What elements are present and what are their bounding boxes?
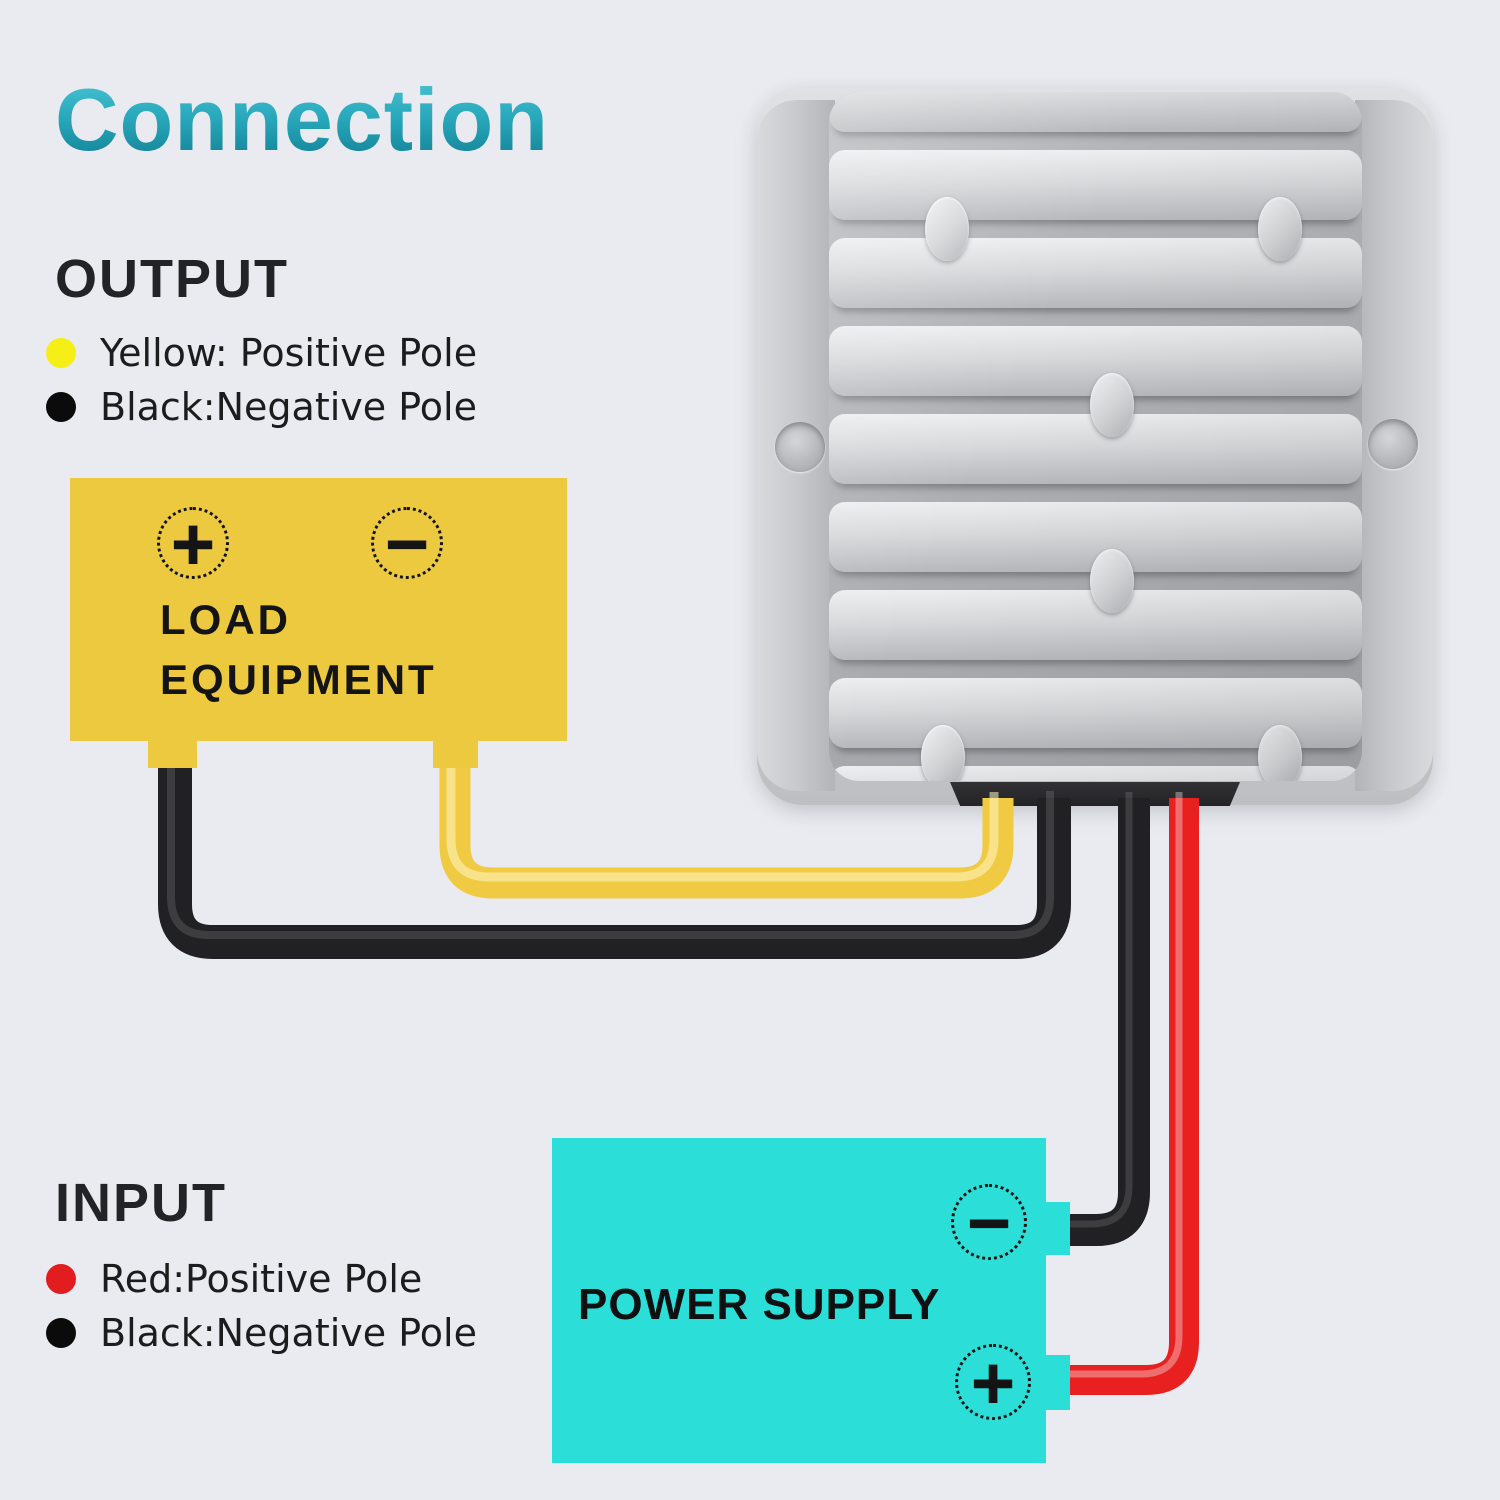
input-legend-label: Red:Positive Pole bbox=[100, 1257, 423, 1301]
plus-symbol: + bbox=[968, 1348, 1019, 1416]
input-positive-red-wire bbox=[1056, 798, 1199, 1395]
output-positive-yellow-wire bbox=[439, 752, 1014, 899]
output-legend-row-yellow: Yellow: Positive Pole bbox=[46, 330, 477, 376]
rivet bbox=[1090, 373, 1134, 437]
minus-symbol: − bbox=[964, 1188, 1015, 1256]
power-wire-tab-negative bbox=[1046, 1202, 1070, 1255]
red-wire-highlight bbox=[1051, 792, 1183, 1378]
mounting-hole-right bbox=[1368, 419, 1418, 469]
red-wire-bullet bbox=[46, 1264, 76, 1294]
power-supply-box: − + POWER SUPPLY bbox=[552, 1138, 1070, 1463]
power-supply-label: POWER SUPPLY bbox=[578, 1280, 941, 1329]
rivet bbox=[921, 725, 965, 781]
power-wire-tab-positive bbox=[1046, 1355, 1070, 1410]
rivet bbox=[1090, 549, 1134, 613]
load-positive-terminal: + bbox=[157, 507, 229, 579]
plus-symbol: + bbox=[168, 509, 219, 577]
load-wire-tab-positive bbox=[433, 741, 478, 768]
input-section-heading: INPUT bbox=[55, 1173, 227, 1233]
heatsink-fin-area bbox=[829, 92, 1362, 781]
output-legend-label: Black:Negative Pole bbox=[100, 385, 477, 429]
output-section-heading: OUTPUT bbox=[55, 249, 289, 309]
power-positive-terminal: + bbox=[955, 1344, 1031, 1420]
minus-symbol: − bbox=[382, 509, 433, 577]
load-wire-tab-negative bbox=[148, 741, 197, 768]
black-wire-highlight bbox=[167, 745, 1054, 939]
black-wire-bullet bbox=[46, 392, 76, 422]
load-negative-terminal: − bbox=[371, 507, 443, 579]
power-negative-terminal: − bbox=[951, 1184, 1027, 1260]
output-negative-black-wire bbox=[158, 752, 1071, 959]
load-label-line2: EQUIPMENT bbox=[160, 656, 437, 703]
output-legend-label: Yellow: Positive Pole bbox=[100, 331, 478, 375]
output-legend: Yellow: Positive Pole Black:Negative Pol… bbox=[46, 330, 477, 430]
black-wire-highlight bbox=[1051, 792, 1133, 1228]
black-wire-bullet bbox=[46, 1318, 76, 1348]
input-legend: Red:Positive Pole Black:Negative Pole bbox=[46, 1256, 477, 1356]
load-equipment-box: + − LOAD EQUIPMENT bbox=[70, 478, 567, 768]
load-label-line1: LOAD bbox=[160, 596, 291, 643]
yellow-wire-bullet bbox=[46, 338, 76, 368]
heatsink-fin bbox=[829, 92, 1362, 132]
yellow-wire-highlight bbox=[446, 746, 999, 882]
output-legend-row-black: Black:Negative Pole bbox=[46, 384, 477, 430]
heatsink-lighting-overlay bbox=[829, 92, 1362, 781]
mounting-hole-left bbox=[775, 422, 825, 472]
input-legend-label: Black:Negative Pole bbox=[100, 1311, 477, 1355]
input-legend-row-red: Red:Positive Pole bbox=[46, 1256, 477, 1302]
converter-device bbox=[757, 88, 1433, 805]
page-title: Connection bbox=[55, 70, 549, 169]
input-negative-black-wire bbox=[1056, 798, 1150, 1246]
input-legend-row-black: Black:Negative Pole bbox=[46, 1310, 477, 1356]
rivet bbox=[925, 197, 969, 261]
rivet bbox=[1258, 197, 1302, 261]
load-equipment-label: LOAD EQUIPMENT bbox=[160, 590, 437, 710]
rivet bbox=[1258, 725, 1302, 781]
